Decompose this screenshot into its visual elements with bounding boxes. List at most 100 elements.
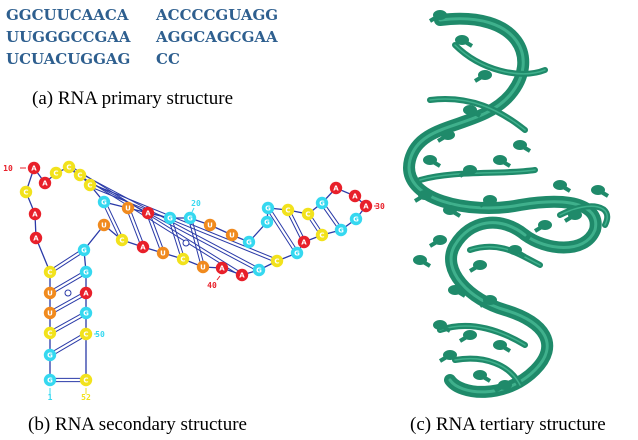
nucleotide-letter: C xyxy=(83,331,88,339)
base-pair xyxy=(102,202,122,241)
nucleotide: G xyxy=(43,348,57,362)
sequence-block: AGGCAGCGAA xyxy=(156,28,278,46)
nucleotide: G xyxy=(315,196,329,210)
nucleotide: C xyxy=(315,228,329,242)
nucleotide-letter: U xyxy=(229,232,235,240)
base-pair xyxy=(146,213,162,254)
base-pair xyxy=(266,208,297,255)
nucleotide-letter: U xyxy=(47,290,53,298)
nucleotide: G xyxy=(79,306,93,320)
nucleotide: C xyxy=(79,373,93,387)
nucleotide: G xyxy=(349,212,363,226)
nucleotide-letter: C xyxy=(83,377,88,385)
base-ring xyxy=(568,210,582,220)
base-ring xyxy=(433,10,447,20)
base-ring xyxy=(433,320,447,330)
nucleotide: U xyxy=(43,286,57,300)
position-label: 30 xyxy=(375,202,385,211)
position-label: 10 xyxy=(3,164,13,173)
base-pair xyxy=(89,186,277,263)
base-ring xyxy=(483,295,497,305)
base-ring xyxy=(498,380,512,390)
nucleotide: C xyxy=(281,203,295,217)
nucleotide-letter: A xyxy=(363,203,369,211)
nucleotide-letter: G xyxy=(246,239,252,247)
nucleotide: C xyxy=(83,178,97,192)
nucleotide-letter: C xyxy=(319,232,324,240)
sequence-block: CC xyxy=(156,50,180,68)
base-pair xyxy=(50,250,86,274)
nucleotide: G xyxy=(242,235,256,249)
nucleotide-letter: U xyxy=(200,264,206,272)
base-pair xyxy=(171,217,186,259)
nucleotide-letter: G xyxy=(167,215,173,223)
nucleotide-letter: A xyxy=(352,193,358,201)
base-ring xyxy=(433,235,447,245)
base-ring xyxy=(591,185,605,195)
base-ring xyxy=(493,155,507,165)
nucleotide: C xyxy=(62,160,76,174)
nucleotide-letter: A xyxy=(33,235,39,243)
nucleotide: G xyxy=(334,223,348,237)
nucleotide-letter: A xyxy=(333,185,339,193)
nucleotide: U xyxy=(97,218,111,232)
nucleotide: A xyxy=(136,240,150,254)
nucleotide-letter: U xyxy=(125,205,131,213)
sequence-block: UCUACUGGAG xyxy=(6,50,131,68)
base-pair xyxy=(50,334,88,357)
nucleotide: A xyxy=(348,189,362,203)
nucleotide-letter: C xyxy=(23,189,28,197)
nucleotide-letter: C xyxy=(285,207,290,215)
base-ring xyxy=(478,70,492,80)
base-ring xyxy=(508,245,522,255)
nucleotide: U xyxy=(225,228,239,242)
nucleotide-letter: G xyxy=(256,267,262,275)
nucleotide: A xyxy=(297,235,311,249)
nucleotide-letter: G xyxy=(83,269,89,277)
nucleotide: G xyxy=(79,265,93,279)
sequence-block: GGCUUCAACA xyxy=(6,6,129,24)
nucleotide: C xyxy=(270,254,284,268)
nucleotide: U xyxy=(156,246,170,260)
nucleotide-letter: C xyxy=(305,211,310,219)
nucleotide-letter: C xyxy=(47,269,52,277)
base-pair xyxy=(50,272,88,295)
base-ring xyxy=(463,330,477,340)
nucleotide-letter: C xyxy=(47,330,52,338)
backbone xyxy=(25,166,367,380)
base-ring xyxy=(493,340,507,350)
base-ring xyxy=(513,140,527,150)
base-pair xyxy=(268,206,299,253)
nucleotide: G xyxy=(43,373,57,387)
nucleotide-letter: G xyxy=(294,250,300,258)
nucleotide: A xyxy=(27,161,41,175)
nucleotide-letter: C xyxy=(274,258,279,266)
wobble-pair xyxy=(182,239,190,247)
nucleotide: C xyxy=(19,185,33,199)
tertiary-caption: (c) RNA tertiary structure xyxy=(410,414,606,435)
nucleotide: G xyxy=(261,201,275,215)
nucleotide-letter: G xyxy=(101,199,107,207)
position-label: 1 xyxy=(48,393,53,402)
nucleotide-letter: A xyxy=(301,239,307,247)
nucleotide-letter: G xyxy=(265,205,271,213)
base-ring xyxy=(441,130,455,140)
base-ring xyxy=(448,285,462,295)
base-ring xyxy=(455,35,469,45)
nucleotide: G xyxy=(163,211,177,225)
nucleotide: G xyxy=(252,263,266,277)
nucleotide-letter: U xyxy=(207,222,213,230)
nucleotide: C xyxy=(79,327,93,341)
nucleotide: C xyxy=(301,207,315,221)
nucleotide: U xyxy=(196,260,210,274)
nucleotide-letter: U xyxy=(47,310,53,318)
sequence-block: ACCCCGUAGG xyxy=(156,6,279,24)
nucleotide: C xyxy=(43,326,57,340)
base-pair xyxy=(48,291,86,313)
nucleotide: G xyxy=(77,243,91,257)
position-label: 52 xyxy=(81,393,91,402)
nucleotide: G xyxy=(260,215,274,229)
nucleotide-letter: A xyxy=(145,210,151,218)
ribbon-highlight xyxy=(407,17,598,249)
nucleotide: A xyxy=(28,207,42,221)
